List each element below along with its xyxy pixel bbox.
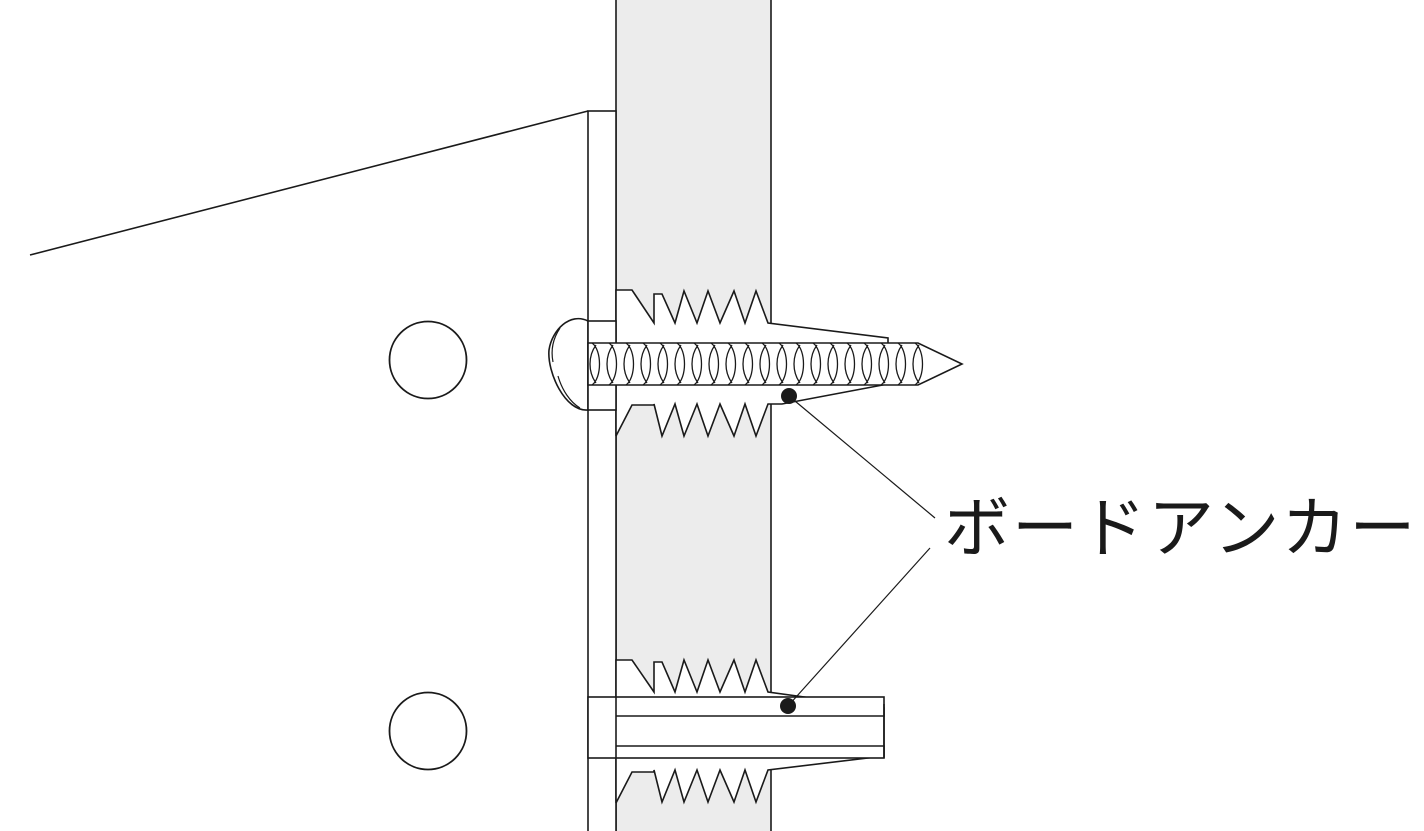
screw [548, 317, 964, 411]
bracket-hole-lower [388, 691, 468, 771]
leader-line-upper [788, 395, 936, 519]
screw-head [548, 317, 589, 411]
board-anchor-upper [615, 288, 889, 439]
board-anchor-lower [587, 657, 885, 805]
callout-label: ボードアンカー [944, 490, 1417, 567]
leader-line-lower [787, 547, 931, 707]
leader-dot-lower [780, 698, 796, 714]
bracket-hole-upper [388, 320, 468, 400]
leader-dot-upper [781, 388, 797, 404]
screw-shank [587, 342, 964, 386]
bracket-edge-line [29, 110, 589, 256]
